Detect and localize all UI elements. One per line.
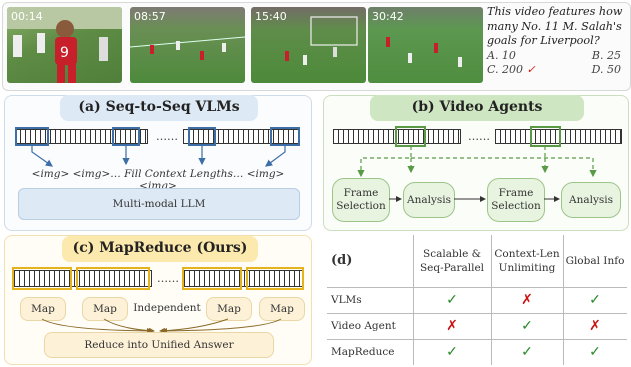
- frame-highlight: [188, 127, 216, 146]
- panel-d-label: (d): [331, 253, 353, 268]
- timestamp: 30:42: [372, 10, 404, 23]
- cross-icon: ✗: [589, 318, 601, 334]
- question-block: This video features how many No. 11 M. S…: [487, 5, 627, 78]
- check-icon: ✓: [589, 292, 601, 308]
- frame-highlight: [530, 126, 561, 147]
- correct-check-icon: ✓: [526, 63, 536, 76]
- svg-text:9: 9: [60, 45, 69, 61]
- frame-highlight: [395, 126, 426, 147]
- chunk-highlight: [76, 267, 150, 290]
- timestamp: 08:57: [134, 10, 166, 23]
- check-icon: ✓: [589, 344, 601, 360]
- option-b: B. 25: [591, 48, 621, 62]
- independent-label: Independent: [133, 302, 201, 314]
- video-frame-4: 30:42: [368, 7, 483, 83]
- cross-icon: ✗: [521, 292, 533, 308]
- table-rule: [327, 287, 627, 288]
- option-c: C. 200: [487, 63, 524, 76]
- agent-flow-arrows: [389, 196, 560, 202]
- table-rule: [327, 339, 627, 340]
- analysis-node: Analysis: [403, 182, 455, 218]
- row-label: MapReduce: [331, 346, 395, 358]
- table-rule: [563, 235, 564, 365]
- goal-illustration: [285, 16, 358, 65]
- player-illustration: 9: [7, 7, 122, 83]
- check-icon: ✓: [521, 318, 533, 334]
- frame-selection-node: Frame Selection: [332, 178, 390, 222]
- video-frame-2: 08:57: [130, 7, 245, 83]
- map-box: Map: [20, 297, 66, 321]
- table-rule: [327, 313, 627, 314]
- table-rule: [413, 235, 414, 365]
- ellipsis: ……: [157, 272, 179, 285]
- analysis-node: Analysis: [561, 182, 621, 218]
- multimodal-llm-box: Multi-modal LLM: [18, 188, 300, 220]
- row-label: Video Agent: [331, 320, 396, 332]
- filmstrip-left: [333, 129, 461, 144]
- agent-dashed-arrows: [357, 146, 597, 178]
- column-header: Context-Len Unlimiting: [494, 248, 560, 274]
- cross-icon: ✗: [446, 318, 458, 334]
- question-text: This video features how many No. 11 M. S…: [487, 5, 623, 47]
- pitch-illustration: [130, 36, 245, 60]
- panel-b-title: (b) Video Agents: [370, 95, 584, 121]
- check-icon: ✓: [521, 344, 533, 360]
- option-d: D. 50: [591, 63, 621, 76]
- timestamp: 15:40: [255, 10, 287, 23]
- comparison-table: (d) Scalable & Seq-Parallel Context-Len …: [327, 235, 627, 365]
- frame-arrows: [31, 146, 286, 167]
- ellipsis: ……: [156, 130, 178, 143]
- ellipsis: ……: [468, 130, 490, 143]
- video-frame-3: 15:40: [251, 7, 366, 83]
- reduce-arrows: [41, 318, 282, 334]
- map-box: Map: [259, 297, 305, 321]
- reduce-box: Reduce into Unified Answer: [44, 332, 274, 358]
- panel-a-title: (a) Seq-to-Seq VLMs: [60, 95, 258, 121]
- row-label: VLMs: [331, 294, 362, 306]
- column-header: Global Info: [565, 255, 625, 267]
- panel-c-title: (c) MapReduce (Ours): [62, 236, 258, 262]
- column-header: Scalable & Seq-Parallel: [419, 248, 485, 274]
- table-rule: [491, 235, 492, 365]
- play-illustration: [386, 37, 462, 67]
- timestamp: 00:14: [11, 10, 43, 23]
- chunk-highlight: [182, 267, 242, 290]
- check-icon: ✓: [446, 344, 458, 360]
- chunk-highlight: [12, 267, 72, 290]
- check-icon: ✓: [446, 292, 458, 308]
- frame-highlight: [112, 127, 140, 146]
- map-box: Map: [206, 297, 252, 321]
- video-frame-1: 9 00:14: [7, 7, 122, 83]
- frame-selection-node: Frame Selection: [487, 178, 545, 222]
- chunk-highlight: [246, 267, 304, 290]
- map-box: Map: [82, 297, 128, 321]
- filmstrip-left: [14, 270, 152, 287]
- filmstrip-right: [495, 129, 622, 144]
- frame-highlight: [270, 127, 300, 146]
- option-a: A. 10: [487, 48, 516, 62]
- frame-highlight: [15, 127, 49, 146]
